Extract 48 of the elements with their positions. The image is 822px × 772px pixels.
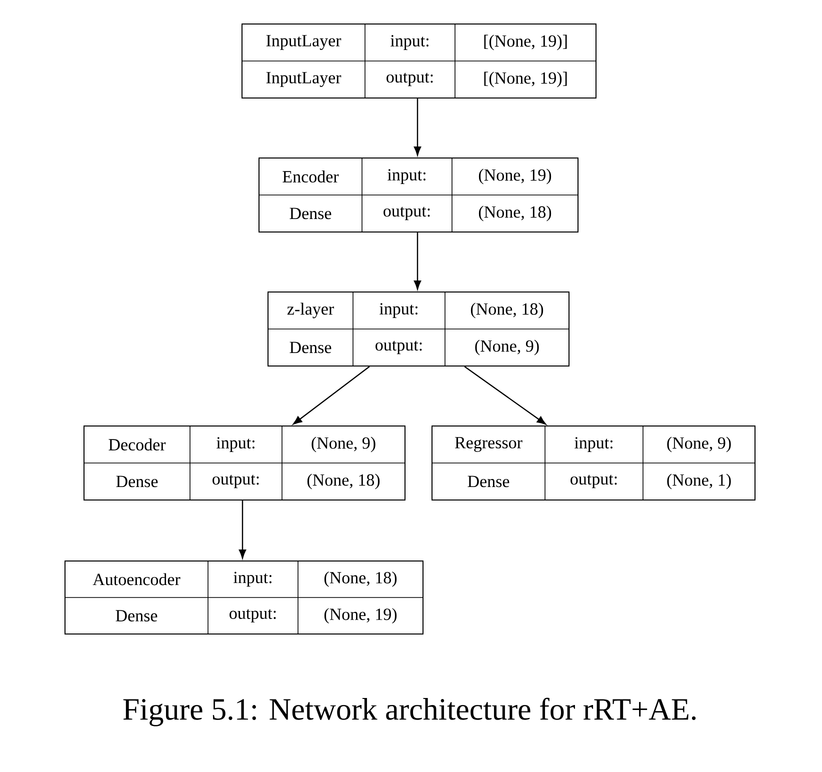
cell-text: input: <box>234 572 272 587</box>
cell-text: Dense <box>290 208 332 220</box>
cell-text: InputLayer <box>266 72 342 87</box>
cell-text: Decoder <box>108 438 166 450</box>
cell-text: input: <box>574 437 612 452</box>
layer-table <box>268 292 570 366</box>
cell-text: Dense <box>468 476 510 488</box>
cell-text: input: <box>388 169 426 184</box>
layer-table <box>84 426 406 500</box>
cell-text: [(None, 19)] <box>484 72 567 88</box>
arrow <box>238 500 246 559</box>
layer-table <box>242 24 596 98</box>
cell-text: Autoencoder <box>92 573 180 586</box>
cell-text: output: <box>376 340 422 354</box>
cell-text: output: <box>386 72 433 86</box>
cell-text: [(None, 19)] <box>484 34 567 50</box>
cell-text: output: <box>212 474 259 488</box>
cell-text: Encoder <box>282 170 339 182</box>
cell-text: (None, 19) <box>478 168 552 184</box>
cell-text: (None, 19) <box>324 608 397 624</box>
cell-text: (None, 18) <box>324 572 397 587</box>
cell-text: (None, 1) <box>667 474 731 490</box>
cell-text: Dense <box>116 476 158 488</box>
cell-text: InputLayer <box>266 35 342 50</box>
cell-text: Regressor <box>455 437 522 452</box>
cell-text: (None, 9) <box>312 436 376 452</box>
cell-text: (None, 18) <box>470 302 544 318</box>
cell-text: input: <box>380 303 418 318</box>
cell-text: (None, 9) <box>667 436 731 452</box>
cell-text: (None, 9) <box>475 340 539 356</box>
cell-text: output: <box>230 609 276 622</box>
arrow <box>464 366 546 425</box>
cell-text: z-layer <box>287 302 334 318</box>
caption: Figure 5.1: Network architecture for rRT+AE. <box>123 698 696 726</box>
layer-table <box>258 158 578 232</box>
arrow <box>414 232 422 290</box>
arrow <box>292 366 370 425</box>
layer-table <box>64 560 424 634</box>
layer-table <box>432 426 756 500</box>
cell-text: Dense <box>290 342 332 354</box>
cell-text: (None, 18) <box>307 474 380 490</box>
cell-text: output: <box>570 474 617 488</box>
cell-text: (None, 18) <box>478 206 552 222</box>
cell-text: input: <box>390 35 428 50</box>
arrow <box>414 98 422 156</box>
cell-text: output: <box>384 206 430 220</box>
cell-text: Dense <box>116 610 158 622</box>
cell-text: input: <box>216 437 254 452</box>
